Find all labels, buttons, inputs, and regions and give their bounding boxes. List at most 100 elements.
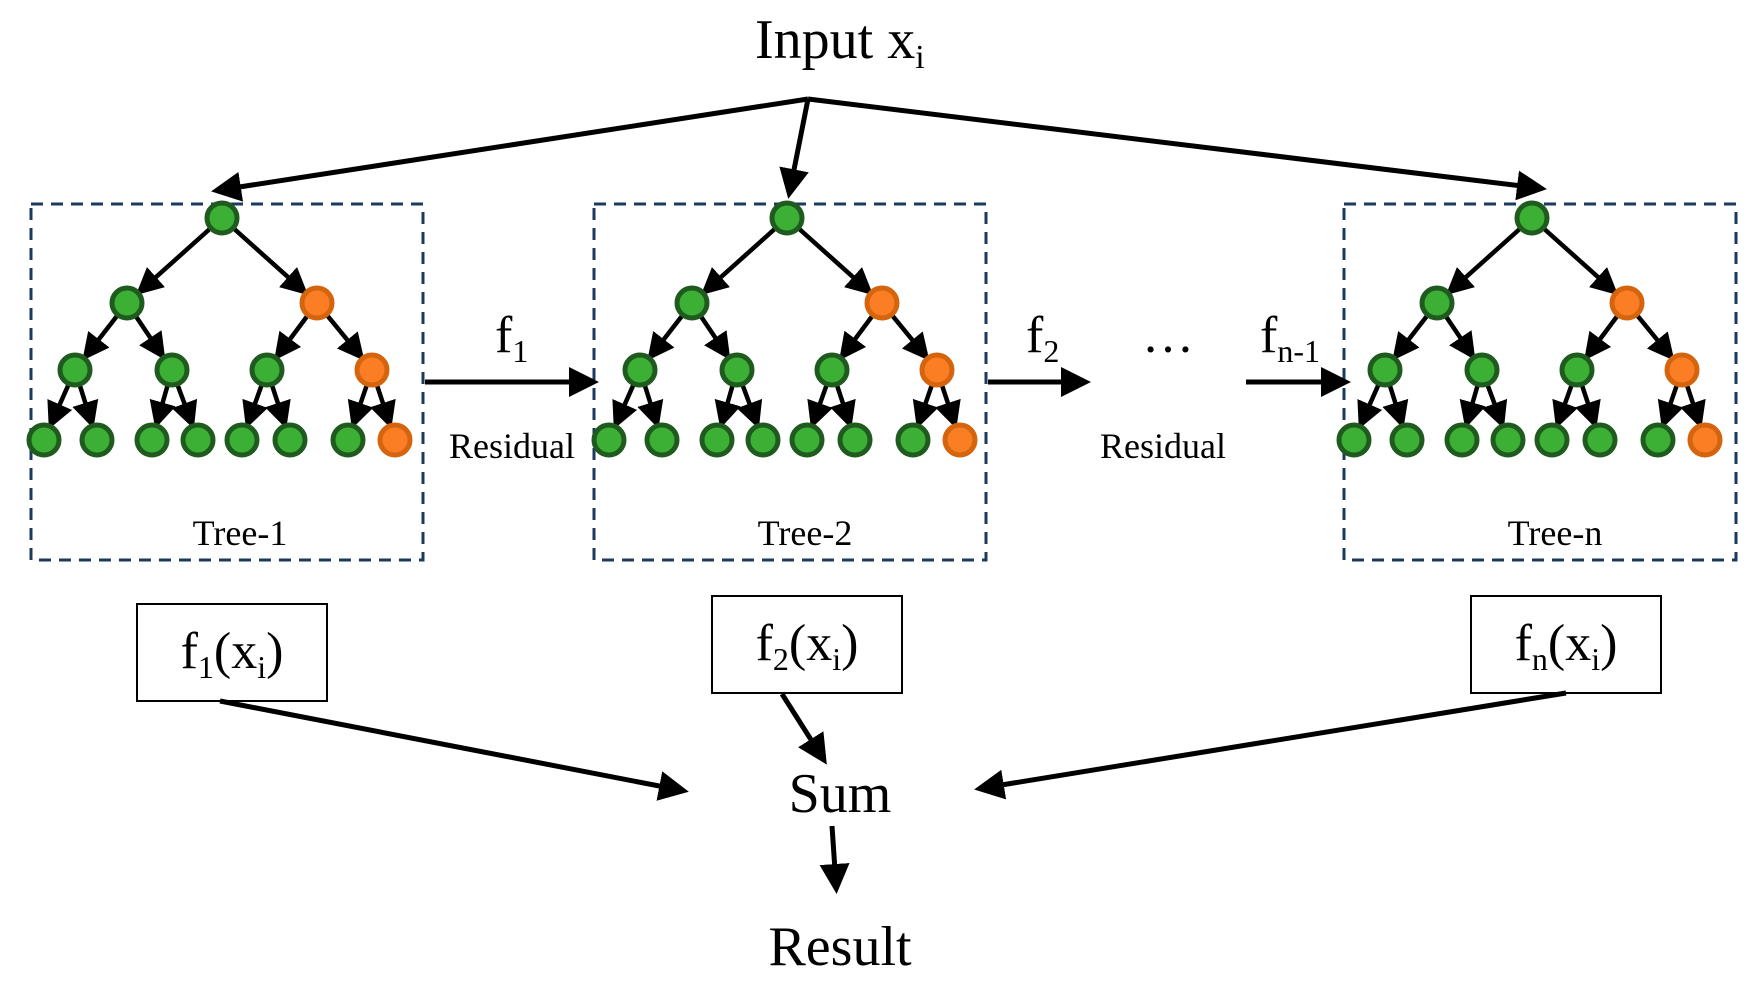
edge-3-f-label: fn-1 [1260, 307, 1320, 369]
result-label: Result [768, 916, 912, 978]
tree-edge [1634, 313, 1675, 361]
tree-node-orange [1609, 285, 1645, 321]
tree-node-green [1514, 200, 1550, 236]
tree-edge [1357, 382, 1383, 430]
tree-node-orange [1664, 352, 1700, 388]
tree-edge [612, 382, 638, 430]
tree-edge [700, 226, 778, 296]
tree-edge [265, 383, 291, 429]
output-label-1: f1(xi) [181, 623, 284, 685]
tree-1-title: Tree-1 [193, 513, 288, 553]
tree-node-green [1534, 422, 1570, 458]
tree-2-title: Tree-2 [758, 513, 853, 553]
tree-node-green [134, 422, 170, 458]
tree-node-green [249, 352, 285, 388]
tree-node-green [814, 352, 850, 388]
tree-edge [347, 383, 374, 429]
tree-node-green [224, 422, 260, 458]
tree-node-orange [942, 422, 978, 458]
tree-edge [274, 313, 310, 361]
tree-node-green [1367, 352, 1403, 388]
edge-2-f-label: f2 [1026, 307, 1059, 369]
tree-node-green [622, 352, 658, 388]
input-arrow-tree-n [807, 96, 1547, 201]
tree-node-green [26, 422, 62, 458]
edge-1-f-label: f1 [495, 307, 528, 369]
tree-edge [1541, 226, 1619, 296]
tree-node-orange [299, 285, 335, 321]
tree-node-orange [354, 352, 390, 388]
tree-n-title: Tree-n [1508, 513, 1603, 553]
tree-edge [149, 383, 176, 429]
tree-node-green [1582, 422, 1618, 458]
input-arrow-tree-2 [779, 98, 811, 199]
tree-edge [135, 226, 213, 296]
output-label-n: fn(xi) [1515, 615, 1618, 677]
tree-edge [82, 313, 120, 361]
tree-node-green [1464, 352, 1500, 388]
tree-edge [1680, 383, 1706, 429]
tree-node-green [644, 422, 680, 458]
tree-edge [1552, 383, 1578, 429]
input-arrows [211, 96, 1547, 202]
tree-node-green [1490, 422, 1526, 458]
tree-node-green [1444, 422, 1480, 458]
tree-1-box [29, 202, 425, 562]
tree-edge [47, 382, 73, 430]
tree-n-graph [1336, 200, 1723, 458]
tree-node-green [204, 200, 240, 236]
sum-to-result-arrow [819, 825, 850, 894]
tree-edge [889, 313, 930, 361]
tree-edge [1584, 313, 1620, 361]
ellipsis: … [1142, 307, 1194, 364]
tree-edge [637, 383, 664, 429]
tree-node-green [1419, 285, 1455, 321]
tree-node-orange [919, 352, 955, 388]
tree-edge [796, 226, 874, 296]
sum-label: Sum [789, 763, 892, 825]
tree-edge [1443, 314, 1476, 361]
tree-node-green [1389, 422, 1425, 458]
tree-node-green [1559, 352, 1595, 388]
tree-node-orange [377, 422, 413, 458]
tree-node-green [769, 200, 805, 236]
tree-node-green [180, 422, 216, 458]
tree-node-green [1336, 422, 1372, 458]
tree-node-green [591, 422, 627, 458]
tree-edge [171, 383, 198, 429]
tree-edge [1657, 383, 1684, 429]
tree-edge [830, 383, 856, 429]
tree-node-green [837, 422, 873, 458]
tree-node-green [719, 352, 755, 388]
tree-2-box [592, 202, 988, 562]
output-1-to-sum-arrow [219, 698, 689, 801]
tree-n-box [1342, 202, 1738, 562]
tree-edge [839, 313, 875, 361]
tree-node-green [57, 352, 93, 388]
tree-edge [324, 313, 365, 361]
tree-edge [714, 383, 741, 429]
tree-edge [647, 313, 685, 361]
tree-edge [912, 383, 939, 429]
tree-edge [1481, 383, 1508, 429]
tree-edge [370, 383, 396, 429]
tree-edge [807, 383, 833, 429]
tree-node-green [674, 285, 710, 321]
output-label-2: f2(xi) [756, 615, 859, 677]
tree-node-green [1640, 422, 1676, 458]
tree-edge [1445, 226, 1523, 296]
tree-1-graph [26, 200, 413, 458]
tree-edge [935, 383, 961, 429]
tree-node-orange [864, 285, 900, 321]
tree-2-graph [591, 200, 978, 458]
output-box-n [1470, 595, 1662, 694]
tree-edge [1392, 313, 1430, 361]
tree-edge [231, 226, 309, 296]
tree-edge [698, 314, 731, 361]
tree-node-green [789, 422, 825, 458]
tree-node-green [895, 422, 931, 458]
tree-edge [1575, 383, 1601, 429]
tree-edge [242, 383, 268, 429]
tree-node-green [79, 422, 115, 458]
